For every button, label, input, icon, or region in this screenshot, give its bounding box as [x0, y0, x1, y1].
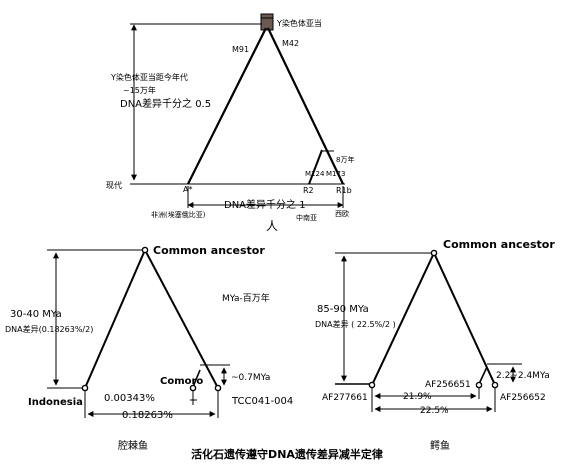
marker-m124-label: M124	[305, 170, 325, 178]
comoro-label: Comoro	[160, 376, 203, 387]
crocodile-age-label: 85-90 MYa	[317, 304, 369, 315]
crocodile-dna-label: DNA差异 ( 22.5%/2 )	[315, 319, 396, 329]
crocodile-af256652-node	[492, 382, 497, 387]
human-caption: 人	[266, 219, 278, 233]
mya-note: MYa-百万年	[222, 292, 270, 304]
coelacanth-diff-small: 0.00343%	[104, 393, 155, 404]
marker-m173-label: M173	[326, 170, 345, 178]
af256651-label: AF256651	[425, 380, 471, 390]
node-r2-label: R2	[303, 186, 314, 195]
indonesia-label: Indonesia	[28, 397, 83, 408]
branch-m91-label: M91	[232, 45, 249, 54]
human-right-branch	[268, 28, 343, 184]
coelacanth-right-branch	[145, 250, 218, 388]
subbranch-age-label: 8万年	[336, 155, 354, 164]
crocodile-diff-large: 22.5%	[420, 406, 449, 416]
footer-title: 活化石遗传遵守DNA遗传差异减半定律	[191, 447, 383, 461]
crocodile-right-branch	[434, 253, 495, 385]
node-r1b-label: R1b	[336, 186, 352, 195]
crocodile-left-branch	[372, 253, 434, 385]
coelacanth-indonesia-node	[82, 385, 87, 390]
region-africa-label: 非洲(埃塞俄比亚)	[151, 210, 206, 219]
crocodile-sub-branch	[479, 367, 487, 384]
crocodile-diff-small: 21.9%	[403, 392, 432, 402]
tcc-label: TCC041-004	[231, 396, 293, 407]
coelacanth-caption: 腔棘鱼	[118, 439, 148, 452]
human-age-value: ~15万年	[123, 85, 156, 95]
human-dna-half: DNA差异千分之 0.5	[120, 97, 211, 110]
human-tree: Y染色体亚当 M91 M42 Y染色体亚当距今年代 ~15万年 DNA差异千分之…	[106, 14, 354, 233]
crocodile-ancestor-label: Common ancestor	[443, 238, 555, 251]
coelacanth-tcc-node	[215, 385, 220, 390]
coelacanth-diff-large: 0.18263%	[122, 410, 173, 421]
crocodile-split-age: 2.2~2.4MYa	[496, 371, 550, 381]
region-west-europe-label: 西欧	[335, 209, 349, 218]
coelacanth-dna-label: DNA差异(0.18263%/2)	[5, 324, 93, 334]
node-a-label: A*	[183, 185, 192, 194]
y-adam-label: Y染色体亚当	[276, 18, 322, 28]
branch-m42-label: M42	[282, 39, 299, 48]
region-south-asia-label: 中南亚	[296, 213, 317, 222]
crocodile-caption: 鳄鱼	[430, 439, 450, 452]
y-adam-node	[261, 14, 273, 30]
af277661-label: AF277661	[322, 393, 368, 403]
human-sub-branch	[309, 150, 322, 184]
af256652-label: AF256652	[500, 393, 546, 403]
crocodile-af256651-node	[476, 382, 481, 387]
coelacanth-left-branch	[85, 250, 145, 388]
crocodile-tree: Common ancestor 85-90 MYa DNA差异 ( 22.5%/…	[315, 238, 555, 452]
crocodile-ancestor-node	[431, 250, 436, 255]
coelacanth-ancestor-node	[142, 247, 147, 252]
crocodile-af277661-node	[369, 382, 374, 387]
coelacanth-tree: Common ancestor MYa-百万年 30-40 MYa DNA差异(…	[5, 244, 293, 452]
human-age-label: Y染色体亚当距今年代	[110, 72, 188, 82]
present-label: 现代	[106, 180, 122, 190]
coelacanth-split-age: ~0.7MYa	[231, 373, 270, 383]
human-dna-full: DNA差异千分之 1	[224, 198, 306, 211]
coelacanth-age-label: 30-40 MYa	[10, 309, 62, 320]
coelacanth-ancestor-label: Common ancestor	[153, 244, 265, 257]
